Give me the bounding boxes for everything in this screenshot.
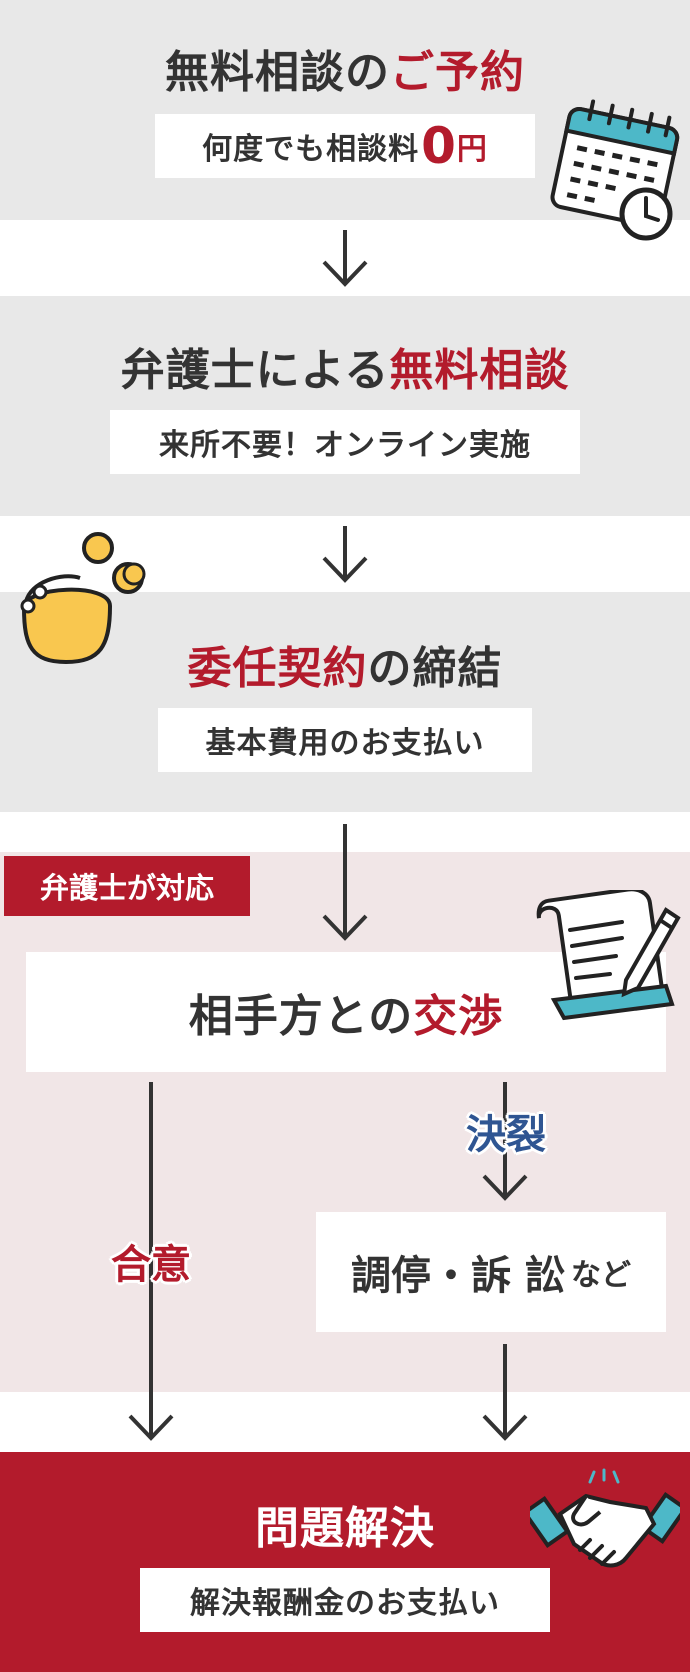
coin-purse-icon: [20, 532, 146, 665]
step2-subtitle-box: 来所不要！オンライン実施: [110, 410, 580, 474]
zero-yen-amount: 0: [421, 117, 457, 175]
calendar-clock-icon: [550, 99, 680, 241]
agreement-arrow: [128, 1082, 174, 1441]
flow-arrow-2: [322, 526, 368, 583]
agreement-label: 合意: [111, 1242, 191, 1288]
mediation-arrow: [482, 1344, 528, 1441]
step5-title: 問題解決: [255, 1503, 435, 1554]
breakdown-arrow: [482, 1082, 528, 1201]
handshake-icon: [530, 1468, 680, 1568]
step2-title: 弁護士による無料相談: [120, 345, 570, 396]
step3-band: [0, 592, 690, 812]
step5-band: [0, 1452, 690, 1672]
breakdown-label: 決裂: [466, 1112, 546, 1158]
step1-title: 無料相談のご予約: [165, 47, 525, 98]
lawyer-section-tag: 弁護士が対応: [4, 856, 250, 916]
document-pen-icon: [536, 890, 681, 1021]
step3-title: 委任契約の締結: [187, 643, 503, 694]
flow-arrow-3: [322, 824, 368, 941]
step5-subtitle-box: 解決報酬金のお支払い: [140, 1568, 550, 1632]
step3-subtitle-box: 基本費用のお支払い: [158, 708, 532, 772]
mediation-box: 調停・訴 訟など: [316, 1212, 666, 1332]
flow-arrow-1: [322, 230, 368, 287]
step2-band: [0, 296, 690, 516]
step4-title: 相手方との交渉: [188, 991, 504, 1042]
